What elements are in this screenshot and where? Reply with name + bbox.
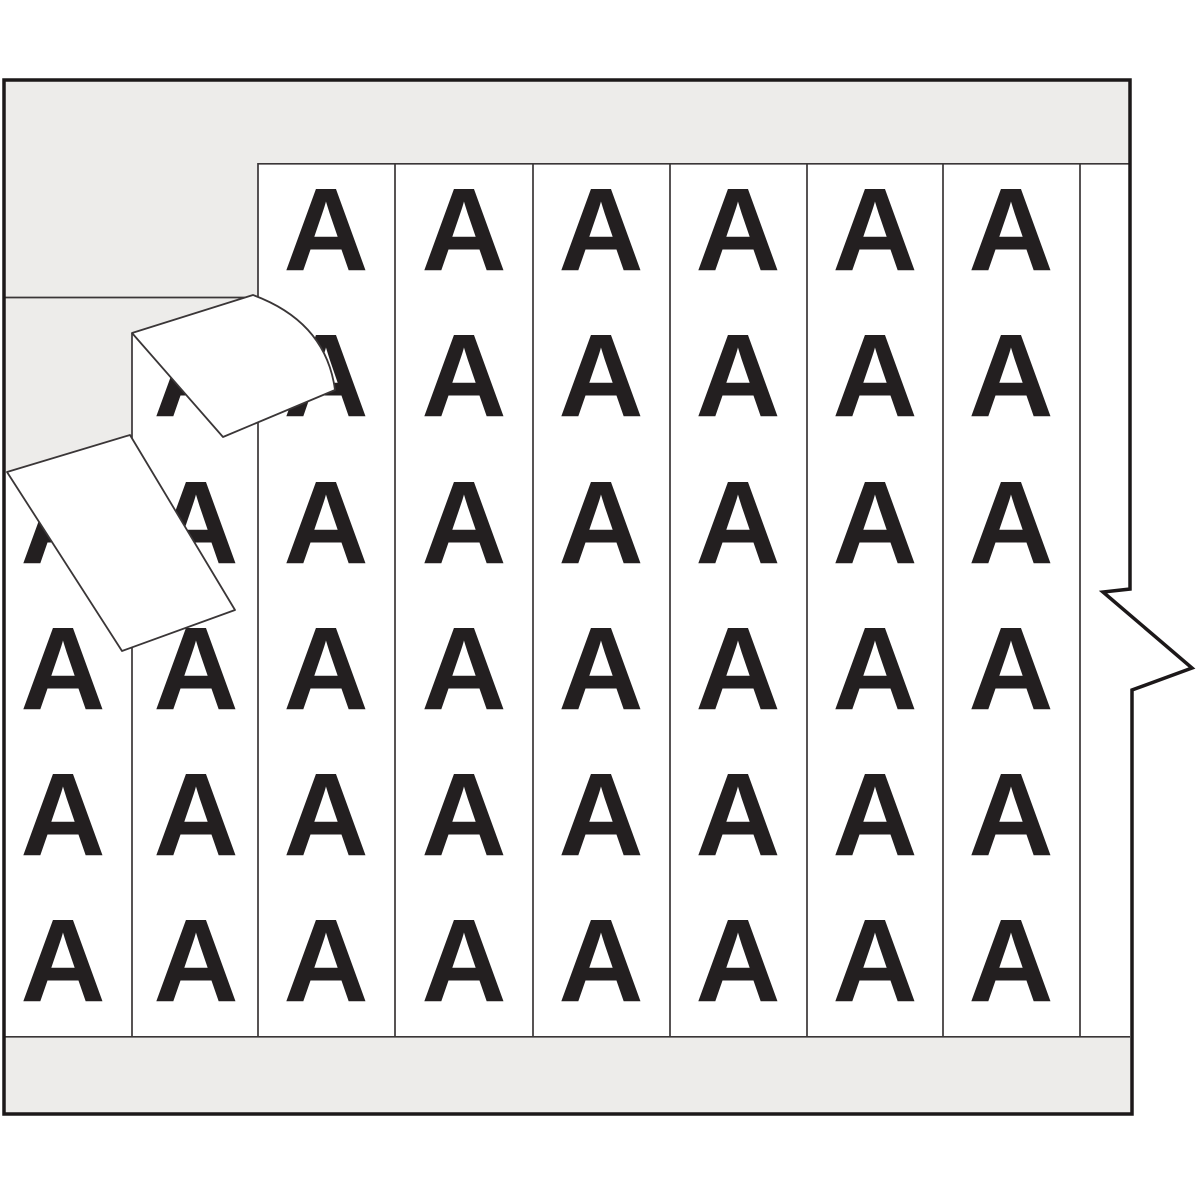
marker-letter: A [283, 164, 368, 296]
marker-letter: A [968, 603, 1053, 735]
marker-letter: A [421, 749, 506, 881]
marker-letter: A [695, 310, 780, 442]
marker-letter: A [558, 164, 643, 296]
marker-letter: A [421, 603, 506, 735]
marker-letter: A [832, 310, 917, 442]
marker-letter: A [20, 749, 105, 881]
marker-letter: A [283, 895, 368, 1027]
marker-letter: A [283, 603, 368, 735]
marker-letter: A [695, 164, 780, 296]
marker-letter: A [968, 310, 1053, 442]
die-cut-lines [5, 162, 1130, 1038]
marker-letter: A [558, 749, 643, 881]
marker-letter: A [968, 895, 1053, 1027]
card-outline [2, 78, 1196, 1116]
marker-letter: A [968, 457, 1053, 589]
marker-letter: A [695, 749, 780, 881]
marker-letter: A [832, 749, 917, 881]
marker-letter: A [20, 603, 105, 735]
marker-letter: A [20, 895, 105, 1027]
marker-letter: A [558, 457, 643, 589]
marker-letter: A [421, 895, 506, 1027]
marker-letters-grid: AAAAAAAAAAAAAAAAAAAAAAAAAAAAAAAAAAAAAAAA… [20, 164, 1053, 1027]
peeling-label-top [131, 294, 336, 438]
marker-letter: A [558, 310, 643, 442]
marker-letter: A [558, 603, 643, 735]
marker-letter: A [832, 603, 917, 735]
marker-letter: A [153, 895, 238, 1027]
marker-letter: A [832, 457, 917, 589]
exposed-liner-patch [5, 163, 258, 473]
marker-letter: A [695, 603, 780, 735]
marker-letter: A [695, 457, 780, 589]
marker-letter: A [695, 895, 780, 1027]
marker-letter: A [153, 749, 238, 881]
marker-letter: A [832, 895, 917, 1027]
marker-letter: A [421, 164, 506, 296]
marker-letter: A [968, 749, 1053, 881]
marker-letter: A [832, 164, 917, 296]
marker-letter: A [283, 749, 368, 881]
marker-letter: A [421, 310, 506, 442]
arrow-tab [1103, 590, 1192, 690]
marker-letter: A [558, 895, 643, 1027]
marker-letter: A [968, 164, 1053, 296]
marker-letter: A [283, 457, 368, 589]
marker-letter: A [421, 457, 506, 589]
peeling-label-bottom [6, 434, 236, 652]
